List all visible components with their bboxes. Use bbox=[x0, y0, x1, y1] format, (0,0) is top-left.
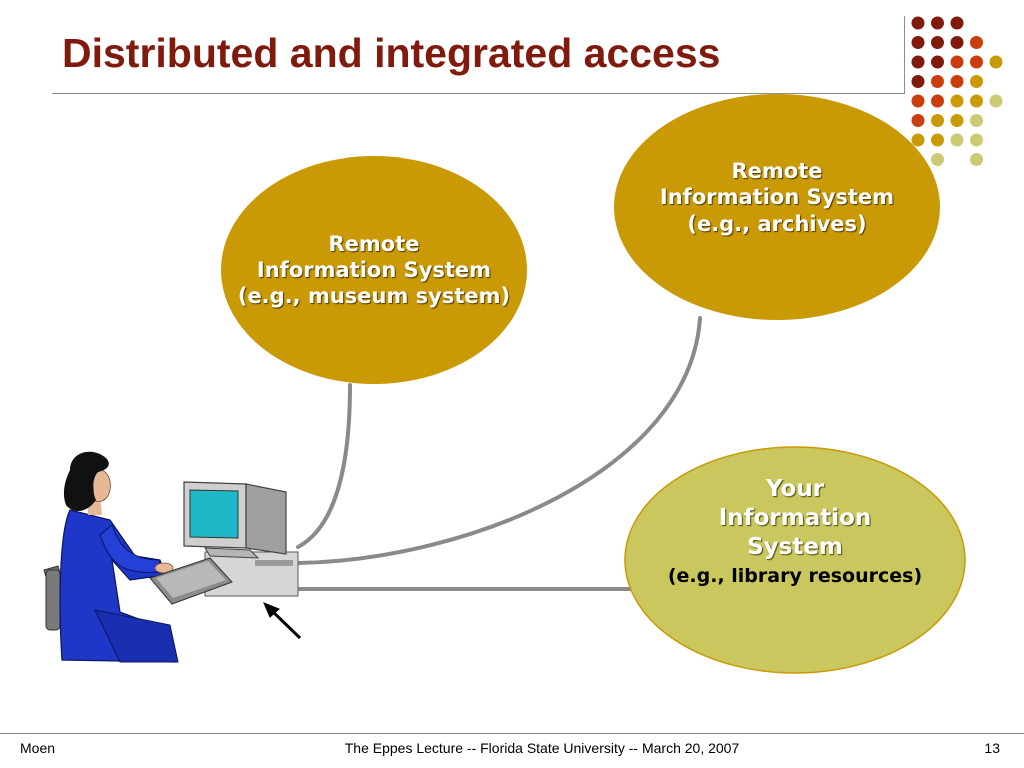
node-museum: Remote Information System (e.g., museum … bbox=[221, 156, 527, 384]
decorative-dot bbox=[970, 55, 983, 69]
node-museum-line1: Remote bbox=[328, 231, 420, 256]
node-archives-shape bbox=[614, 94, 940, 320]
connector-archives bbox=[296, 316, 702, 565]
decorative-dot bbox=[950, 16, 964, 30]
node-library-line2: Information bbox=[718, 504, 872, 531]
node-library-example: (e.g., library resources) bbox=[667, 565, 923, 588]
decorative-dot bbox=[950, 75, 964, 88]
person-at-computer-icon bbox=[43, 451, 179, 663]
decorative-dot bbox=[931, 114, 944, 127]
decorative-dot bbox=[970, 114, 983, 127]
decorative-dot bbox=[931, 133, 944, 147]
decorative-dot bbox=[950, 55, 964, 69]
decorative-dot bbox=[931, 16, 944, 30]
decorative-dot bbox=[931, 75, 944, 88]
dot-grid-icon bbox=[911, 16, 1003, 166]
decorative-dot bbox=[911, 55, 925, 69]
decorative-dot bbox=[911, 36, 925, 49]
decorative-dot bbox=[970, 75, 983, 88]
decorative-dot bbox=[911, 75, 925, 88]
decorative-dot bbox=[911, 94, 925, 108]
decorative-dot bbox=[911, 114, 925, 127]
node-library-line3: System bbox=[747, 533, 843, 560]
decorative-dot bbox=[911, 16, 925, 30]
decorative-dot bbox=[931, 94, 944, 108]
decorative-dot bbox=[950, 133, 964, 147]
node-library: Your Information System (e.g., library r… bbox=[625, 447, 965, 673]
decorative-dot bbox=[911, 133, 925, 147]
node-archives: Remote Information System (e.g., archive… bbox=[614, 94, 940, 320]
decorative-dot bbox=[970, 94, 983, 108]
node-library-shape bbox=[624, 446, 966, 674]
decorative-dot bbox=[970, 133, 983, 147]
decorative-dot bbox=[970, 36, 983, 49]
decorative-dot bbox=[989, 55, 1003, 69]
page-number: 13 bbox=[984, 740, 1000, 756]
connectors bbox=[296, 316, 702, 591]
computer-icon bbox=[149, 481, 299, 605]
node-museum-line2: Information System bbox=[256, 257, 492, 282]
node-museum-shape bbox=[221, 156, 527, 384]
decorative-dot bbox=[950, 94, 964, 108]
footer-event: The Eppes Lecture -- Florida State Unive… bbox=[344, 740, 740, 756]
node-library-line1: Your bbox=[765, 476, 825, 502]
node-archives-line1: Remote bbox=[731, 159, 823, 183]
title-vertical-divider bbox=[904, 16, 905, 94]
footer-author: Moen bbox=[20, 740, 56, 756]
decorative-dot bbox=[950, 114, 964, 127]
decorative-dot bbox=[931, 36, 944, 49]
title-divider bbox=[52, 93, 904, 94]
decorative-dot bbox=[989, 94, 1003, 108]
footer-divider bbox=[0, 733, 1024, 734]
decorative-dot bbox=[970, 153, 983, 166]
connector-museum bbox=[296, 383, 352, 549]
node-archives-line3: (e.g., archives) bbox=[687, 211, 867, 236]
slide-title: Distributed and integrated access bbox=[62, 30, 721, 76]
decorative-dot bbox=[931, 153, 944, 166]
node-museum-line3: (e.g., museum system) bbox=[237, 284, 511, 309]
decorative-dot bbox=[931, 55, 944, 69]
decorative-dot bbox=[950, 36, 964, 49]
node-archives-line2: Information System bbox=[659, 185, 895, 210]
arrow-pointer-icon bbox=[263, 602, 302, 640]
